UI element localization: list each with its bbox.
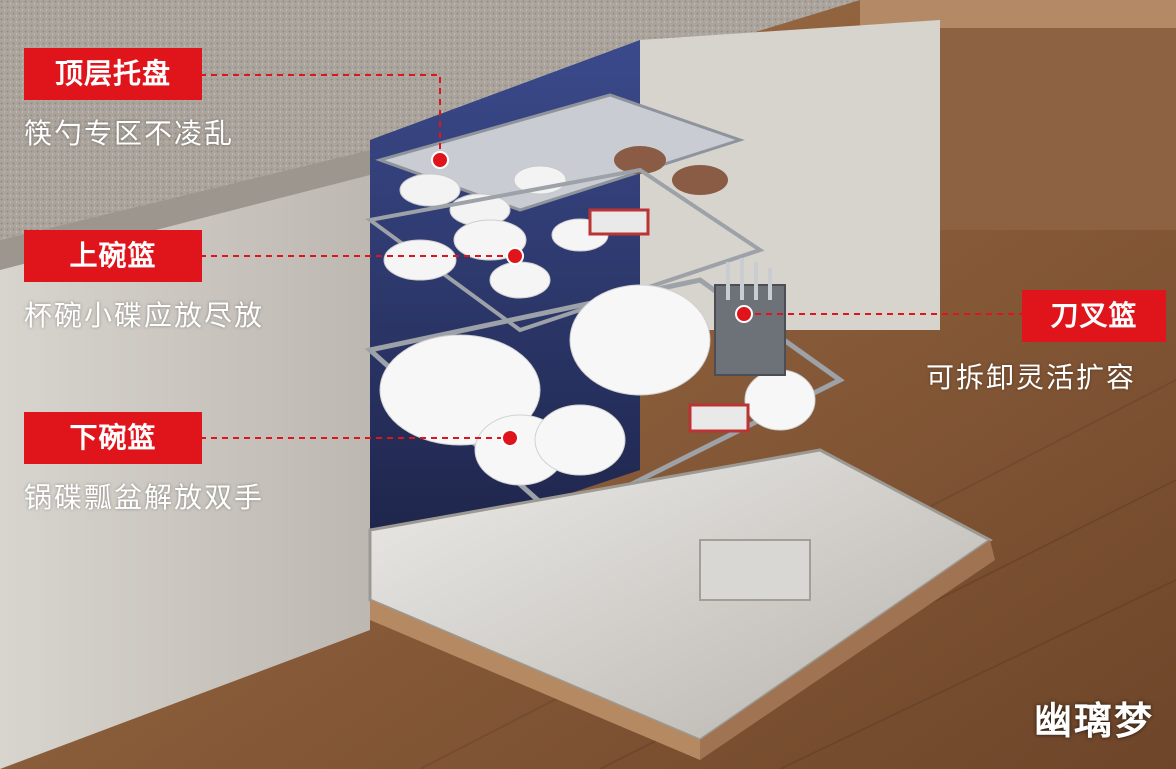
cutlery-basket-label: 刀叉篮 [1022,290,1166,342]
lower-basket-description: 锅碟瓢盆解放双手 [24,481,265,514]
watermark: 幽璃梦 [1033,699,1154,743]
cutlery-basket-description: 可拆卸灵活扩容 [926,361,1137,394]
upper-basket-description: 杯碗小碟应放尽放 [24,299,265,332]
top-tray-description: 筷勺专区不凌乱 [24,117,235,150]
lower-basket-label: 下碗篮 [24,412,202,464]
upper-basket-label: 上碗篮 [24,230,202,282]
top-tray-label: 顶层托盘 [24,48,202,100]
